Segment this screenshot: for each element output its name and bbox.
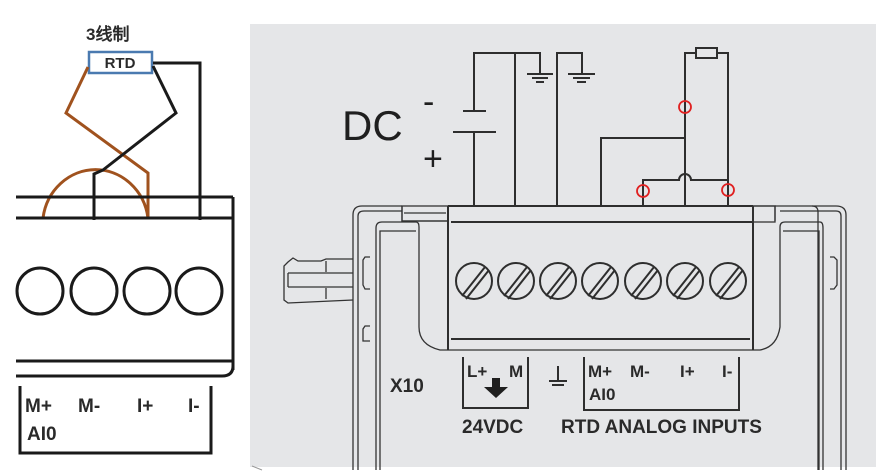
marker-circle-1 [678, 100, 692, 114]
ground-symbol-2 [568, 73, 595, 83]
screw-4 [581, 262, 619, 300]
rtd-sensor-label: RTD [105, 55, 136, 72]
rtd-resistor-symbol [695, 47, 718, 59]
three-wire-title: 3线制 [86, 24, 129, 44]
screw-7 [709, 262, 747, 300]
din-latch [283, 257, 354, 304]
input-term-iplus: I+ [680, 362, 695, 381]
rtd-wiring [600, 47, 735, 206]
dc-minus-sign: - [423, 83, 434, 121]
input-term-iminus: I- [722, 362, 732, 381]
brown-wire [64, 66, 150, 218]
module-housing [283, 205, 847, 470]
right-module-diagram: DC - + [250, 24, 876, 471]
input-label-box [583, 357, 740, 411]
connector-label: X10 [390, 376, 424, 397]
black-wire-right [153, 61, 202, 220]
left-terminal-screws [15, 266, 224, 316]
marker-circle-2 [636, 184, 650, 198]
power-caption: 24VDC [462, 417, 524, 438]
screw-3 [539, 262, 577, 300]
ground-symbol-1 [527, 73, 553, 83]
dc-plus-sign: + [423, 140, 443, 178]
terminal-screw-2 [69, 266, 119, 316]
left-label-box [18, 386, 213, 455]
screw-2 [497, 262, 535, 300]
supply-minus-wire [473, 52, 541, 111]
terminal-screw-3 [122, 266, 172, 316]
black-wire-crossing [92, 65, 178, 220]
left-term-label-mplus: M+ [25, 396, 52, 417]
left-term-label-iplus: I+ [137, 396, 153, 417]
ground-wire [556, 52, 583, 206]
input-term-mplus: M+ [588, 362, 612, 381]
power-term-lplus: L+ [467, 362, 487, 381]
screw-5 [624, 262, 662, 300]
module-background [250, 24, 876, 467]
terminal-screw-4 [174, 266, 224, 316]
down-arrow-icon [484, 378, 508, 398]
input-term-mminus: M- [630, 362, 650, 381]
rtd-wire-right [717, 52, 729, 206]
screw-1 [455, 262, 493, 300]
rtd-mplus-wire [600, 137, 685, 206]
dc-label: DC [342, 102, 403, 149]
terminal-screw-1 [15, 266, 65, 316]
rtd-jumper-wire [642, 173, 728, 206]
left-channel-label: AI0 [27, 424, 57, 445]
rtd-wire-left [684, 52, 696, 206]
dc-supply-wiring [453, 52, 595, 206]
input-caption: RTD ANALOG INPUTS [561, 417, 762, 438]
left-term-label-mminus: M- [78, 396, 100, 417]
corner-mark [251, 465, 263, 471]
left-rtd-diagram: 3线制 RTD M+ M- I+ I- AI0 [15, 24, 235, 455]
marker-circle-3 [721, 183, 735, 197]
rtd-sensor-box [87, 50, 154, 75]
terminal-screws [455, 262, 747, 300]
left-term-label-iminus: I- [188, 396, 200, 417]
screw-6 [666, 262, 704, 300]
power-label-box [462, 357, 529, 409]
power-term-m: M [509, 362, 523, 381]
ground-symbol-label [549, 366, 567, 386]
input-channel-label: AI0 [589, 385, 615, 404]
terminal-bottom-rail [16, 365, 235, 378]
